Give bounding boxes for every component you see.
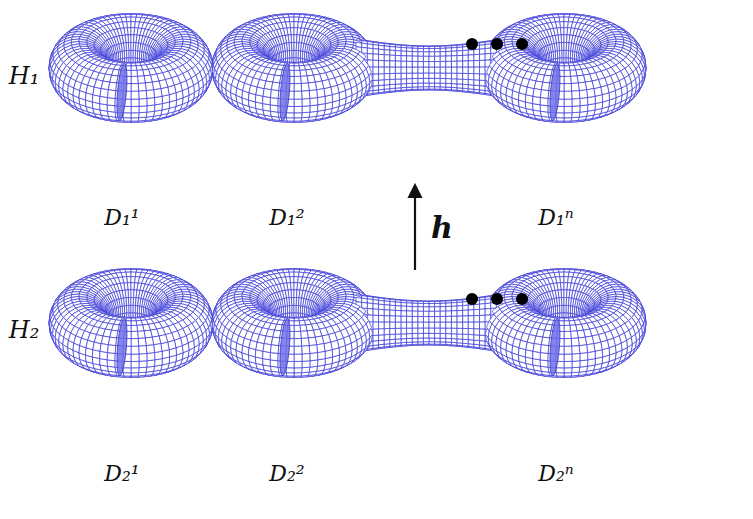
handlebody-top [49,14,646,123]
